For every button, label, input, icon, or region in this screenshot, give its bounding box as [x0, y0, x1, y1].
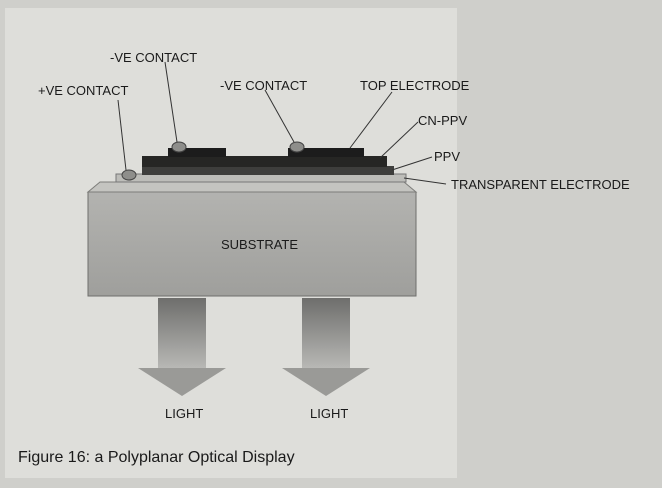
- light-arrow-left: [138, 298, 226, 396]
- substrate-block: [87, 191, 417, 297]
- label-light-left: LIGHT: [165, 406, 203, 421]
- light-arrow-right: [282, 298, 370, 396]
- label-transparent-electrode: TRANSPARENT ELECTRODE: [451, 177, 630, 192]
- label-neg-contact-right: -VE CONTACT: [220, 78, 307, 93]
- cn-ppv-layer: [142, 156, 387, 167]
- label-neg-contact-left: -VE CONTACT: [110, 50, 197, 65]
- top-electrode-left: [168, 148, 226, 157]
- label-light-right: LIGHT: [310, 406, 348, 421]
- ppv-layer: [142, 166, 394, 175]
- neg-contact-bump-right: [289, 141, 305, 153]
- top-electrode-right: [288, 148, 364, 157]
- label-cn-ppv: CN-PPV: [418, 113, 467, 128]
- label-pos-contact: +VE CONTACT: [38, 83, 128, 98]
- label-substrate: SUBSTRATE: [221, 237, 298, 252]
- label-ppv: PPV: [434, 149, 460, 164]
- transparent-electrode-layer: [115, 173, 407, 183]
- leader-lines: [117, 61, 447, 185]
- pos-contact-bump: [121, 169, 137, 181]
- substrate-top-face: [86, 181, 418, 193]
- label-top-electrode: TOP ELECTRODE: [360, 78, 470, 93]
- neg-contact-bump-left: [171, 141, 187, 153]
- figure-caption: Figure 16: a Polyplanar Optical Display: [18, 449, 295, 466]
